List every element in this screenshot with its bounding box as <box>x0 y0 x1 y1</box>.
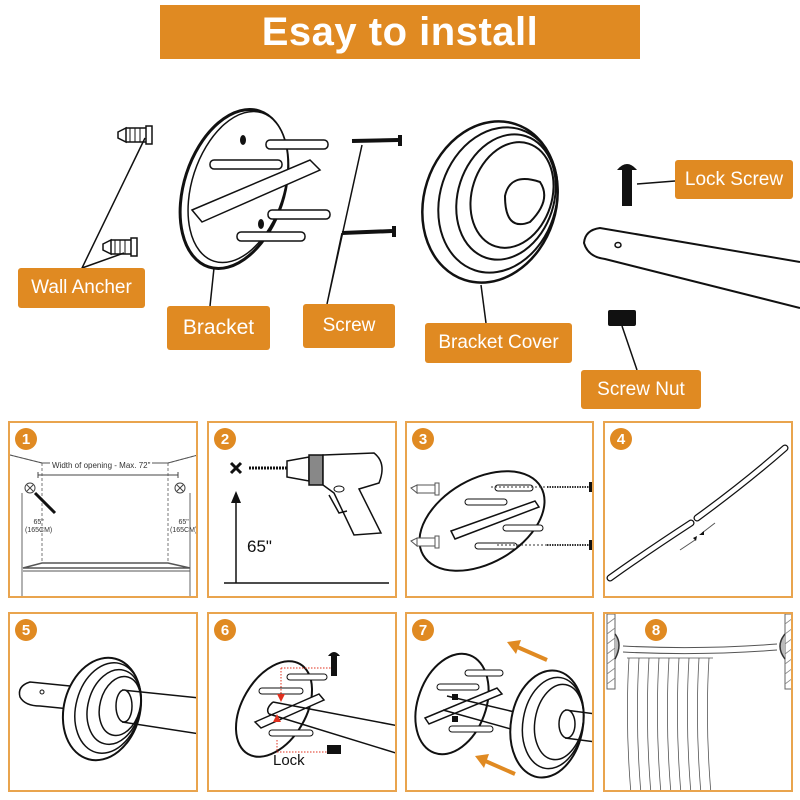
step-3-illustration <box>410 470 592 572</box>
height-right-label: 65"(165CM) <box>170 519 198 535</box>
lock-screw-icon <box>617 164 637 206</box>
height-right-cm: (165CM) <box>170 527 198 534</box>
step-number-badge: 3 <box>412 428 434 450</box>
wall-anchor-icon <box>102 237 138 257</box>
height-left-label: 65"(165CM) <box>25 519 52 535</box>
rod-icon <box>582 226 800 309</box>
label-lock-screw: Lock Screw <box>675 160 793 199</box>
height-left-inches: 65" <box>33 519 44 526</box>
step-7-panel: 7 <box>405 612 594 792</box>
height-label: 65" <box>247 537 272 556</box>
label-wall-anchor: Wall Ancher <box>18 268 145 308</box>
screw-icon <box>341 135 402 237</box>
step-8-illustration <box>606 614 791 790</box>
step-number-badge: 2 <box>214 428 236 450</box>
step-number-badge: 8 <box>645 619 667 641</box>
step-number-badge: 4 <box>610 428 632 450</box>
step-4-panel: 4 <box>603 421 793 598</box>
step-8-panel: 8 <box>603 612 793 792</box>
label-screw: Screw <box>303 304 395 348</box>
step-3-panel: 3 <box>405 421 594 598</box>
step-7-illustration <box>414 640 592 779</box>
step-1-panel: 1 Width of opening - Max. 72" 65"(165CM)… <box>8 421 198 598</box>
step-number-badge: 7 <box>412 619 434 641</box>
step-6-panel: 6 Lock <box>207 612 397 792</box>
step-6-illustration <box>235 652 395 758</box>
label-bracket: Bracket <box>167 306 270 350</box>
step-5-panel: 5 <box>8 612 198 792</box>
height-right-inches: 65" <box>178 519 189 526</box>
step-number-badge: 6 <box>214 619 236 641</box>
step-4-illustration <box>606 444 789 582</box>
title-banner: Esay to install <box>160 5 640 59</box>
screw-nut-icon <box>608 310 636 326</box>
step-5-illustration <box>18 656 196 762</box>
bracket-icon <box>178 107 331 271</box>
label-screw-nut: Screw Nut <box>581 370 701 409</box>
wall-anchor-icon <box>117 125 153 145</box>
label-bracket-cover: Bracket Cover <box>425 323 572 363</box>
parts-diagram <box>80 107 800 371</box>
step-2-panel: 2 65" <box>207 421 397 598</box>
lock-label: Lock <box>273 752 305 769</box>
height-left-cm: (165CM) <box>25 527 53 534</box>
step-number-badge: 1 <box>15 428 37 450</box>
width-of-opening-label: Width of opening - Max. 72" <box>50 461 153 470</box>
bracket-cover-icon <box>421 120 559 284</box>
step-2-illustration <box>224 452 389 584</box>
step-number-badge: 5 <box>15 619 37 641</box>
step-1-illustration <box>10 454 196 596</box>
